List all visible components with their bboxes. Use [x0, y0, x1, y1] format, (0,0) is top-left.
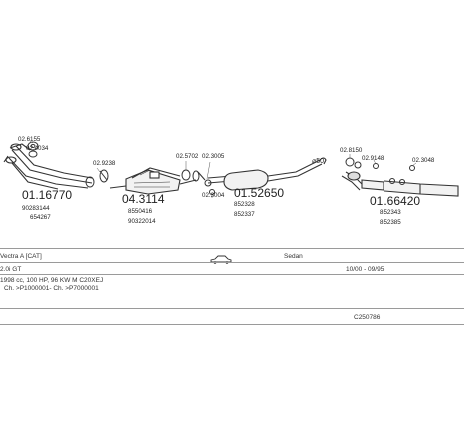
table-row: 1998 cc, 100 HP, 96 KW M C20XEJ: [0, 274, 464, 285]
part-number-label: 04.3114: [122, 192, 165, 206]
table-row: Ch. >P1000001- Ch. >P7000001: [0, 284, 464, 294]
part-number-label: 852328: [234, 201, 255, 208]
part-number-label: 90322014: [128, 218, 156, 225]
part-number-label: 852385: [380, 219, 401, 226]
center-muffler-drawing: [207, 157, 327, 191]
part-number-label: 01.52650: [234, 186, 284, 200]
part-number-label: 02.3004: [202, 192, 225, 199]
flange-gasket-drawing: [27, 141, 39, 158]
table-row: 2.0i GT 10/00 - 09/95: [0, 262, 464, 275]
vehicle-model: Vectra A [CAT]: [0, 253, 42, 260]
part-number-label: 852343: [380, 209, 401, 216]
body-type: Sedan: [284, 253, 303, 260]
catalytic-converter-drawing: [109, 167, 197, 195]
part-number-label: 02.4034: [26, 145, 49, 152]
part-number-label: 02.5702: [176, 153, 199, 160]
production-period: 10/00 - 09/95: [346, 266, 385, 273]
chassis-range: Ch. >P1000001- Ch. >P7000001: [4, 285, 99, 292]
part-number-label: 02.3048: [412, 157, 435, 164]
rear-muffler-drawing: [341, 171, 459, 197]
part-number-label: 02.6155: [18, 136, 41, 143]
exhaust-system-diagram: 02.6155 02.4034 01.16770 90283144 654267 02.9…: [3, 136, 459, 226]
part-number-label: 654267: [30, 214, 51, 221]
part-number-label: 90283144: [22, 205, 50, 212]
leader-lines: [29, 140, 417, 198]
engine: 2.0i GT: [0, 266, 22, 273]
table-row: C250786: [0, 308, 464, 323]
part-number-label: 852337: [234, 211, 255, 218]
part-number-label: 02.9238: [93, 160, 116, 167]
part-number-labels: 02.6155 02.4034 01.16770 90283144 654267 02.9…: [18, 136, 435, 226]
part-number-label: 02.8150: [340, 147, 363, 154]
part-number-label: 02.3005: [202, 153, 225, 160]
front-pipe-drawing: [3, 143, 93, 190]
part-number-label: 8550416: [128, 208, 153, 215]
clamp-drawing: [85, 169, 109, 188]
part-number-label: 01.66420: [370, 194, 420, 208]
part-number-label: 02.9148: [362, 155, 385, 162]
table-row: Vectra A [CAT] Sedan: [0, 248, 464, 264]
engine-spec: 1998 cc, 100 HP, 96 KW M C20XEJ: [0, 277, 104, 284]
table-divider: [0, 324, 464, 326]
part-number-label: 01.16770: [22, 188, 72, 202]
catalogue-number: C250786: [354, 314, 381, 321]
diameter-label: ⌀50: [312, 158, 324, 165]
